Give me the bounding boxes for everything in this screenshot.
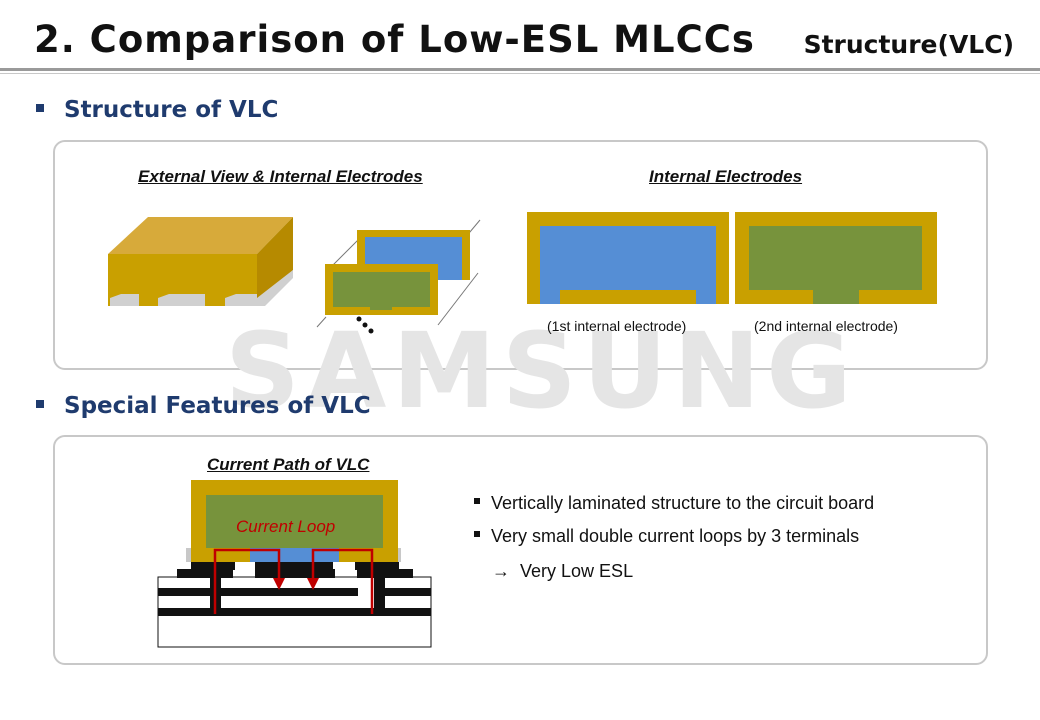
electrode-terminal-tab bbox=[813, 288, 859, 304]
second-internal-electrode bbox=[735, 212, 937, 304]
title-divider bbox=[0, 68, 1040, 71]
caption-internal-electrodes: Internal Electrodes bbox=[649, 167, 803, 186]
section-heading-text: Structure of VLC bbox=[64, 97, 279, 123]
feature-result: → Very Low ESL bbox=[492, 561, 633, 582]
feature-bullet bbox=[474, 531, 480, 538]
front-electrode-green bbox=[333, 272, 430, 307]
chip-blue-electrode bbox=[206, 548, 383, 562]
chip-terminal bbox=[225, 294, 257, 306]
board-layer bbox=[385, 588, 431, 596]
chip-terminal bbox=[158, 294, 205, 306]
feature-text: Vertically laminated structure to the ci… bbox=[491, 493, 875, 513]
first-internal-electrode bbox=[527, 212, 729, 304]
title-divider-thin bbox=[0, 73, 1040, 74]
solder-joint bbox=[191, 562, 235, 570]
chip-terminal-side bbox=[257, 270, 293, 306]
caption-current-path: Current Path of VLC bbox=[207, 455, 370, 474]
board-ground-plane bbox=[158, 608, 431, 616]
chip-terminal-left bbox=[206, 548, 250, 562]
electrode-terminal-tab bbox=[560, 290, 696, 304]
solder-joint bbox=[255, 562, 333, 570]
watermark: SAMSUNG bbox=[225, 310, 858, 432]
green-electrode-area bbox=[749, 226, 922, 290]
caption-external-view: External View & Internal Electrodes bbox=[138, 167, 423, 186]
current-loop-path bbox=[213, 548, 374, 614]
solder-pad bbox=[357, 569, 413, 578]
section-heading-structure: Structure of VLC bbox=[36, 97, 278, 123]
current-arrow bbox=[273, 578, 285, 590]
mlcc-chip-illustration bbox=[108, 217, 293, 306]
continuation-dot bbox=[368, 328, 374, 334]
label-first-electrode: (1st internal electrode) bbox=[547, 318, 687, 334]
feature-item: Vertically laminated structure to the ci… bbox=[474, 493, 874, 514]
right-arrow-icon: → bbox=[492, 561, 510, 581]
board-layer bbox=[221, 588, 358, 596]
solder-joint bbox=[355, 562, 399, 570]
stacked-electrodes-illustration bbox=[316, 219, 481, 334]
current-arrow bbox=[307, 578, 319, 590]
chip-side-face bbox=[257, 217, 293, 306]
board-layer bbox=[158, 588, 210, 596]
section-bullet bbox=[36, 399, 44, 408]
board-via bbox=[374, 578, 385, 613]
result-text: Very Low ESL bbox=[520, 561, 634, 581]
current-path-diagram bbox=[157, 480, 432, 648]
continuation-dot bbox=[356, 316, 362, 322]
chip-green-electrode bbox=[206, 495, 383, 552]
chip-top-face bbox=[108, 217, 293, 254]
front-electrode-tab bbox=[370, 305, 392, 310]
solder-pad bbox=[177, 569, 233, 578]
feature-item: Very small double current loops by 3 ter… bbox=[474, 526, 859, 547]
feature-text: Very small double current loops by 3 ter… bbox=[491, 526, 860, 546]
solder-pad bbox=[255, 569, 335, 578]
section-heading-text: Special Features of VLC bbox=[64, 393, 371, 419]
chip-terminal bbox=[110, 294, 139, 306]
page-subtitle: Structure(VLC) bbox=[803, 30, 1014, 59]
current-loop-label: Current Loop bbox=[236, 517, 336, 536]
feature-bullet bbox=[474, 498, 480, 505]
section-heading-features: Special Features of VLC bbox=[36, 393, 371, 419]
continuation-dot bbox=[362, 322, 368, 328]
label-second-electrode: (2nd internal electrode) bbox=[754, 318, 898, 334]
page-title: 2. Comparison of Low-ESL MLCCs bbox=[34, 18, 755, 61]
section-bullet bbox=[36, 103, 44, 112]
